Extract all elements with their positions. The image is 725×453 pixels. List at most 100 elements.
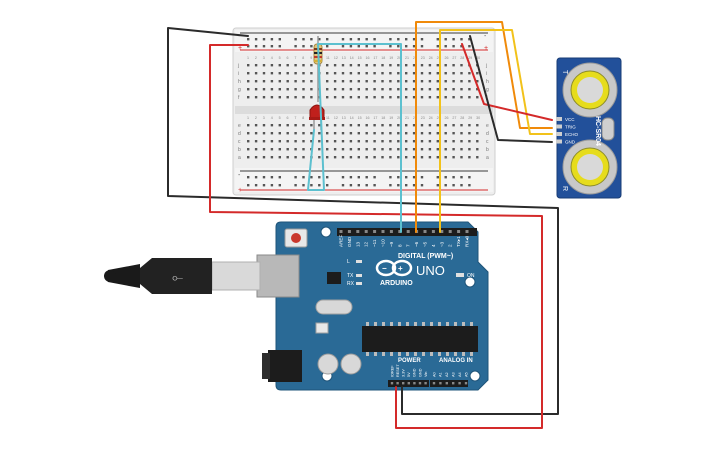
breadboard-hole [476,96,479,99]
header-pin[interactable] [347,230,351,233]
breadboard-hole [341,124,345,127]
breadboard-hole [405,88,408,91]
breadboard-hole [349,80,353,83]
column-number: 7 [294,116,296,120]
power-pin-label: Vin [424,372,428,377]
breadboard-hole [254,96,258,99]
power-jack-barrel [262,353,270,379]
header-pin[interactable] [364,230,368,233]
sensor-pin-label: ECHO [565,132,579,137]
power-pin[interactable] [413,382,416,385]
column-number: 3 [263,56,265,60]
breadboard-hole [278,148,281,151]
rail-hole [412,184,416,187]
breadboard-hole [333,88,337,91]
breadboard-hole [389,156,392,159]
digital-pin-label: RX◂0 [465,235,470,247]
column-number: 26 [445,116,449,120]
breadboard-hole [294,132,297,135]
sensor-pin[interactable] [556,124,562,129]
wire-black-sensor-gnd [469,35,553,143]
column-number: 14 [350,116,354,120]
header-pin[interactable] [398,230,402,233]
power-pin[interactable] [407,382,410,385]
rail-hole [397,176,400,179]
breadboard-hole [357,88,360,91]
power-pin-label: GND [418,368,422,377]
analog-pin[interactable] [445,382,448,385]
header-pin[interactable] [339,230,343,233]
breadboard-hole [333,96,337,99]
header-pin[interactable] [465,230,469,233]
breadboard-hole [381,156,384,159]
breadboard-hole [420,80,424,83]
breadboard-hole [405,132,408,135]
breadboard-hole [373,88,376,91]
chip-pin [366,352,369,356]
breadboard-hole [460,88,463,91]
breadboard-hole [389,140,392,143]
analog-pin-label: A0 [432,372,436,377]
power-pin[interactable] [396,382,399,385]
chip-pin [382,352,385,356]
breadboard-hole [262,156,266,159]
power-pin-label: 5V [407,372,411,377]
breadboard-hole [247,148,250,151]
sensor-pin[interactable] [556,117,562,121]
chip-pin [398,352,401,356]
breadboard-hole [381,148,384,151]
reset-button-cap[interactable] [291,233,301,243]
breadboard-hole [381,72,384,75]
header-pin[interactable] [373,230,377,233]
breadboard-hole [302,64,305,67]
header-pin[interactable] [356,230,360,233]
column-number: 30 [476,116,480,120]
analog-pin[interactable] [439,382,442,385]
breadboard-hole [278,132,281,135]
column-number: 11 [326,116,330,120]
analog-pin[interactable] [452,382,455,385]
breadboard-hole [381,140,384,143]
analog-pin[interactable] [464,382,468,385]
header-pin[interactable] [389,230,393,233]
header-pin[interactable] [423,230,427,233]
breadboard-hole [270,148,274,151]
breadboard-hole [452,132,455,135]
arduino-logo: − + [375,259,413,277]
header-pin[interactable] [457,230,461,233]
bottom-header-pins [390,382,468,385]
power-pin[interactable] [424,382,427,385]
breadboard-hole [270,72,274,75]
breadboard-hole [278,72,281,75]
analog-pin[interactable] [458,382,461,385]
header-pin[interactable] [406,230,410,233]
sensor-pin[interactable] [556,139,562,144]
column-number: 18 [381,116,385,120]
analog-pin-label: A1 [439,372,443,377]
breadboard-hole [294,88,297,91]
breadboard-hole [468,80,471,83]
row-letter: c [238,139,241,145]
header-pin[interactable] [440,230,444,233]
header-pin[interactable] [381,230,385,233]
column-number: 19 [389,116,393,120]
rail-hole [436,45,439,48]
rail-hole [365,45,368,48]
mounting-hole [469,370,481,382]
power-pin[interactable] [418,382,422,385]
power-pin[interactable] [390,382,394,385]
power-pin[interactable] [402,382,405,385]
sensor-pin[interactable] [556,132,562,136]
breadboard-hole [397,96,400,99]
rail-hole [262,176,266,179]
rail-hole [326,176,329,179]
rail-hole [294,45,297,48]
header-pin[interactable] [431,230,435,233]
rail-hole [247,38,250,41]
breadboard-hole [460,96,463,99]
header-pin[interactable] [448,230,452,233]
rail-minus-label-bottom: - [238,172,241,179]
analog-pin[interactable] [432,382,436,385]
